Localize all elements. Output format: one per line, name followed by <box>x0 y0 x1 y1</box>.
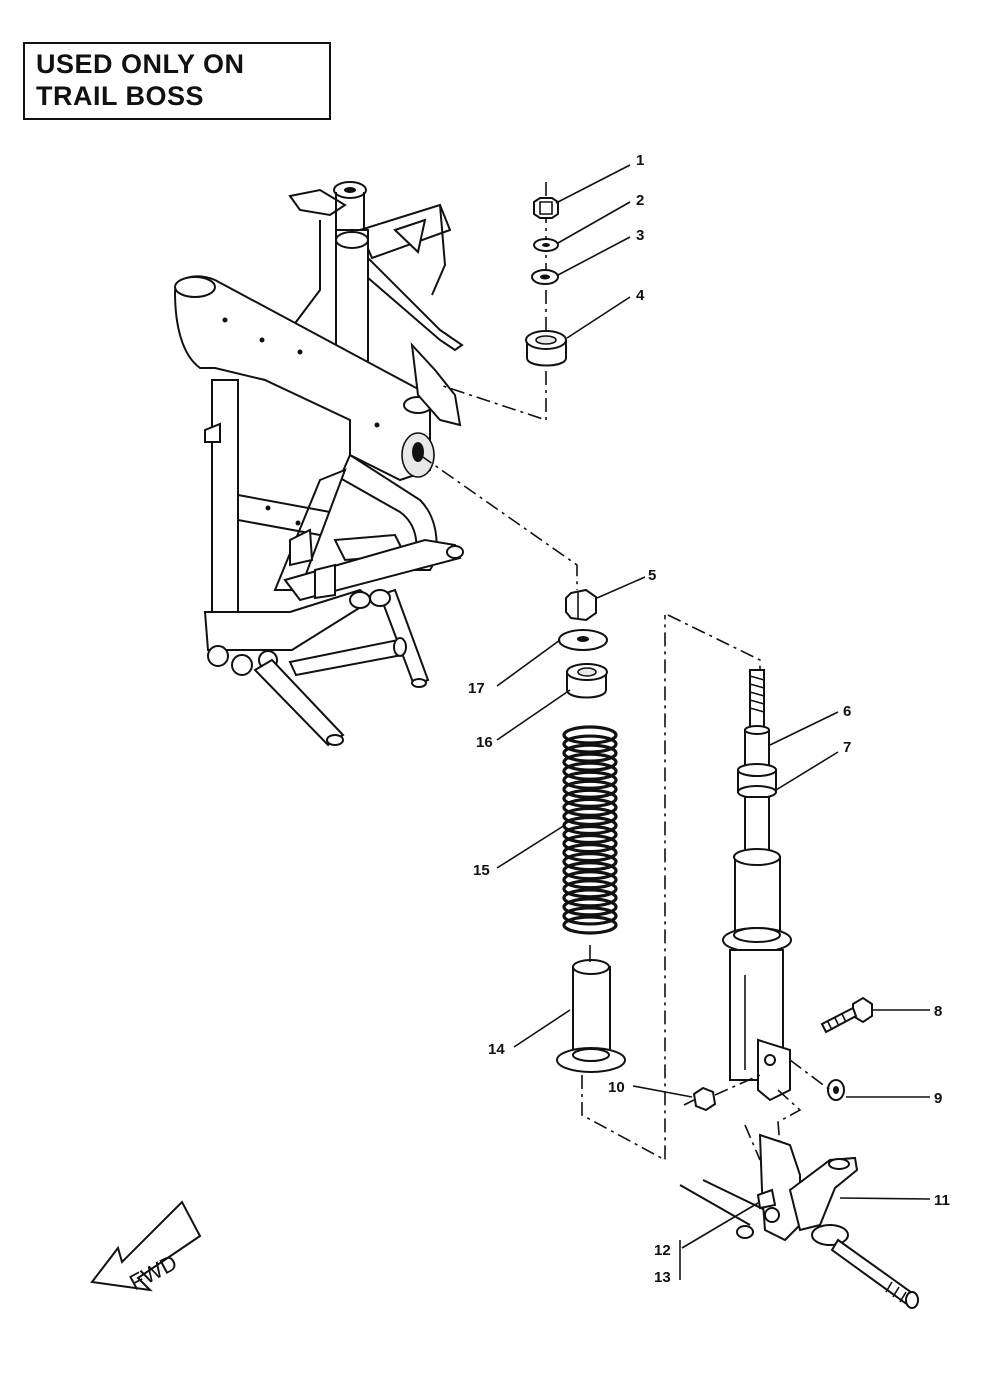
vehicle-frame <box>173 181 464 747</box>
callout-10: 10 <box>608 1079 625 1096</box>
callout-13: 13 <box>654 1269 671 1286</box>
spring-coil <box>562 725 618 745</box>
callout-leaders <box>496 164 931 1280</box>
callout-5: 5 <box>648 567 656 584</box>
steering-spindle <box>679 1124 919 1309</box>
spring-coil <box>562 897 618 917</box>
spring-coil <box>562 906 618 926</box>
callout-6: 6 <box>843 703 851 720</box>
callout-16: 16 <box>476 734 493 751</box>
applicability-note-box <box>23 42 331 120</box>
spring-coil <box>562 915 618 935</box>
applicability-note-line-1: USED ONLY ON <box>36 49 245 79</box>
callout-7: 7 <box>843 739 851 756</box>
callout-14: 14 <box>488 1041 505 1058</box>
applicability-note-line-2: TRAIL BOSS <box>36 81 205 111</box>
callout-3: 3 <box>636 227 644 244</box>
spring-coil <box>562 833 618 854</box>
spring-coil <box>562 779 618 799</box>
callout-labels: 1 2 3 4 5 6 7 8 9 10 11 12 13 14 15 16 1… <box>468 152 950 1286</box>
spring-coil <box>562 843 618 863</box>
spring-coil <box>562 861 618 881</box>
callout-11: 11 <box>934 1192 950 1209</box>
spring-coil <box>562 888 618 908</box>
spring-coil <box>562 824 618 845</box>
spring-coil <box>562 743 618 763</box>
spring-coil <box>562 734 618 754</box>
callout-15: 15 <box>473 862 490 879</box>
callout-9: 9 <box>934 1090 942 1107</box>
upper-fastener-stack <box>439 182 567 422</box>
callout-8: 8 <box>934 1003 942 1020</box>
spring-stack <box>419 454 666 1162</box>
spring-coil <box>562 852 618 872</box>
shock-absorber <box>667 614 873 1146</box>
forward-direction-arrow: FWD <box>90 1200 202 1295</box>
spring-coil <box>562 770 618 790</box>
callout-17: 17 <box>468 680 485 697</box>
spring-coil <box>562 879 618 899</box>
spring-coil <box>562 806 618 827</box>
spring-coil <box>562 870 618 890</box>
callout-1: 1 <box>636 152 644 169</box>
spring-coil <box>562 752 618 772</box>
spring-coil <box>562 797 618 817</box>
callout-4: 4 <box>636 287 645 304</box>
callout-12: 12 <box>654 1242 671 1259</box>
spring-coil <box>562 788 618 808</box>
callout-2: 2 <box>636 192 644 209</box>
spring-coil <box>562 761 618 781</box>
